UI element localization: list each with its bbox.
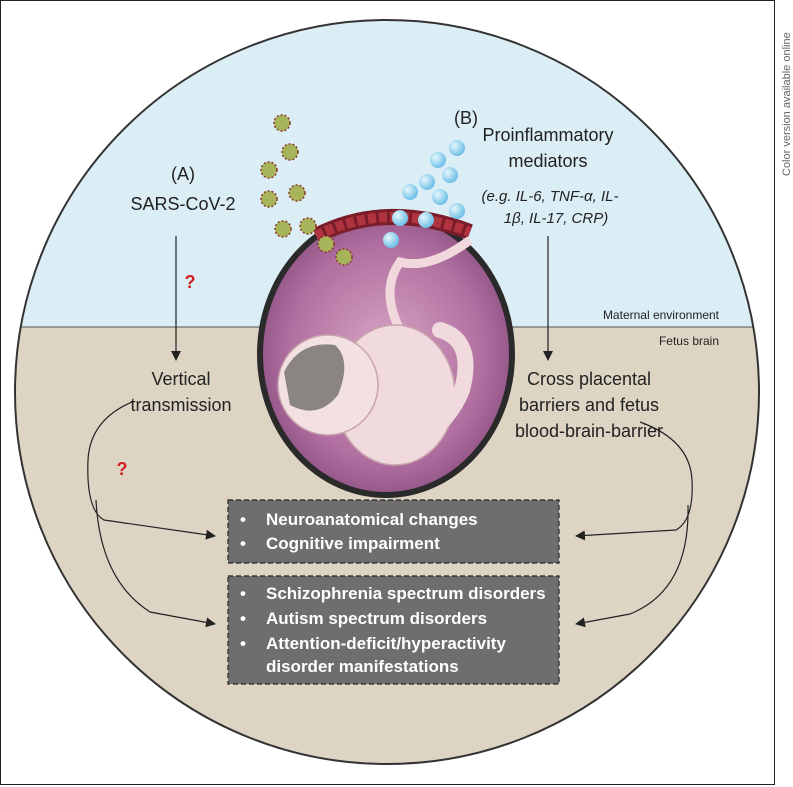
virus-icon [260, 161, 278, 179]
mediator-particles [383, 140, 465, 248]
curve-right-bottom [575, 504, 689, 628]
virus-icon [274, 220, 292, 238]
virus-icon [317, 235, 335, 253]
question-mark-2: ? [117, 459, 128, 479]
mediator-icon [449, 140, 465, 156]
virus-particles [260, 114, 353, 266]
curve-right-top [575, 421, 693, 541]
box2-bullet-3: • [240, 634, 246, 653]
mediator-icon [402, 184, 418, 200]
curve-left-bottom [95, 499, 216, 628]
outcome-box-1: • Neuroanatomical changes • Cognitive im… [227, 499, 560, 564]
virus-icon [260, 190, 278, 208]
box2-item-4: disorder manifestations [266, 657, 459, 676]
outer-circle [14, 19, 760, 765]
box1-item-1: Neuroanatomical changes [266, 510, 478, 529]
label-vertical-2: transmission [130, 395, 231, 415]
mediator-icon [442, 167, 458, 183]
side-note: Color version available online [781, 32, 793, 176]
uterus-illustration [257, 208, 515, 498]
label-fetus-brain: Fetus brain [659, 334, 719, 348]
box1-bullet-1: • [240, 510, 246, 529]
box2-item-3: Attention-deficit/hyperactivity [266, 634, 506, 653]
box2-item-1: Schizophrenia spectrum disorders [266, 584, 546, 603]
virus-icon [273, 114, 291, 132]
virus-icon [281, 143, 299, 161]
box2-item-2: Autism spectrum disorders [266, 609, 487, 628]
label-b-letter: (B) [454, 108, 478, 128]
label-a-letter: (A) [171, 164, 195, 184]
label-a-agent: SARS-CoV-2 [130, 194, 235, 214]
label-b-examples-2: 1β, IL-17, CRP) [504, 210, 608, 227]
mediator-icon [430, 152, 446, 168]
question-mark-1: ? [185, 272, 196, 292]
virus-icon [335, 248, 353, 266]
mediator-icon [419, 174, 435, 190]
figure-frame [0, 0, 775, 785]
label-b-title-1: Proinflammatory [482, 125, 613, 145]
label-cross-1: Cross placental [527, 369, 651, 389]
label-b-title-2: mediators [508, 151, 587, 171]
mediator-icon [392, 210, 408, 226]
box2-bullet-2: • [240, 609, 246, 628]
mediator-icon [383, 232, 399, 248]
virus-icon [288, 184, 306, 202]
box1-bullet-2: • [240, 534, 246, 553]
label-b-examples-1: (e.g. IL-6, TNF-α, IL- [482, 188, 619, 205]
mediator-icon [432, 189, 448, 205]
virus-icon [299, 217, 317, 235]
connectors [87, 236, 693, 628]
label-maternal-environment: Maternal environment [603, 308, 720, 322]
label-cross-2: barriers and fetus [519, 395, 659, 415]
diagram: (A) SARS-CoV-2 (B) Proinflammatory media… [14, 19, 760, 765]
outcome-box-2: • Schizophrenia spectrum disorders • Aut… [227, 575, 560, 685]
label-cross-3: blood-brain-barrier [515, 421, 663, 441]
mediator-icon [418, 212, 434, 228]
label-vertical-1: Vertical [151, 369, 210, 389]
box2-bullet-1: • [240, 584, 246, 603]
box1-item-2: Cognitive impairment [266, 534, 440, 553]
mediator-icon [449, 203, 465, 219]
